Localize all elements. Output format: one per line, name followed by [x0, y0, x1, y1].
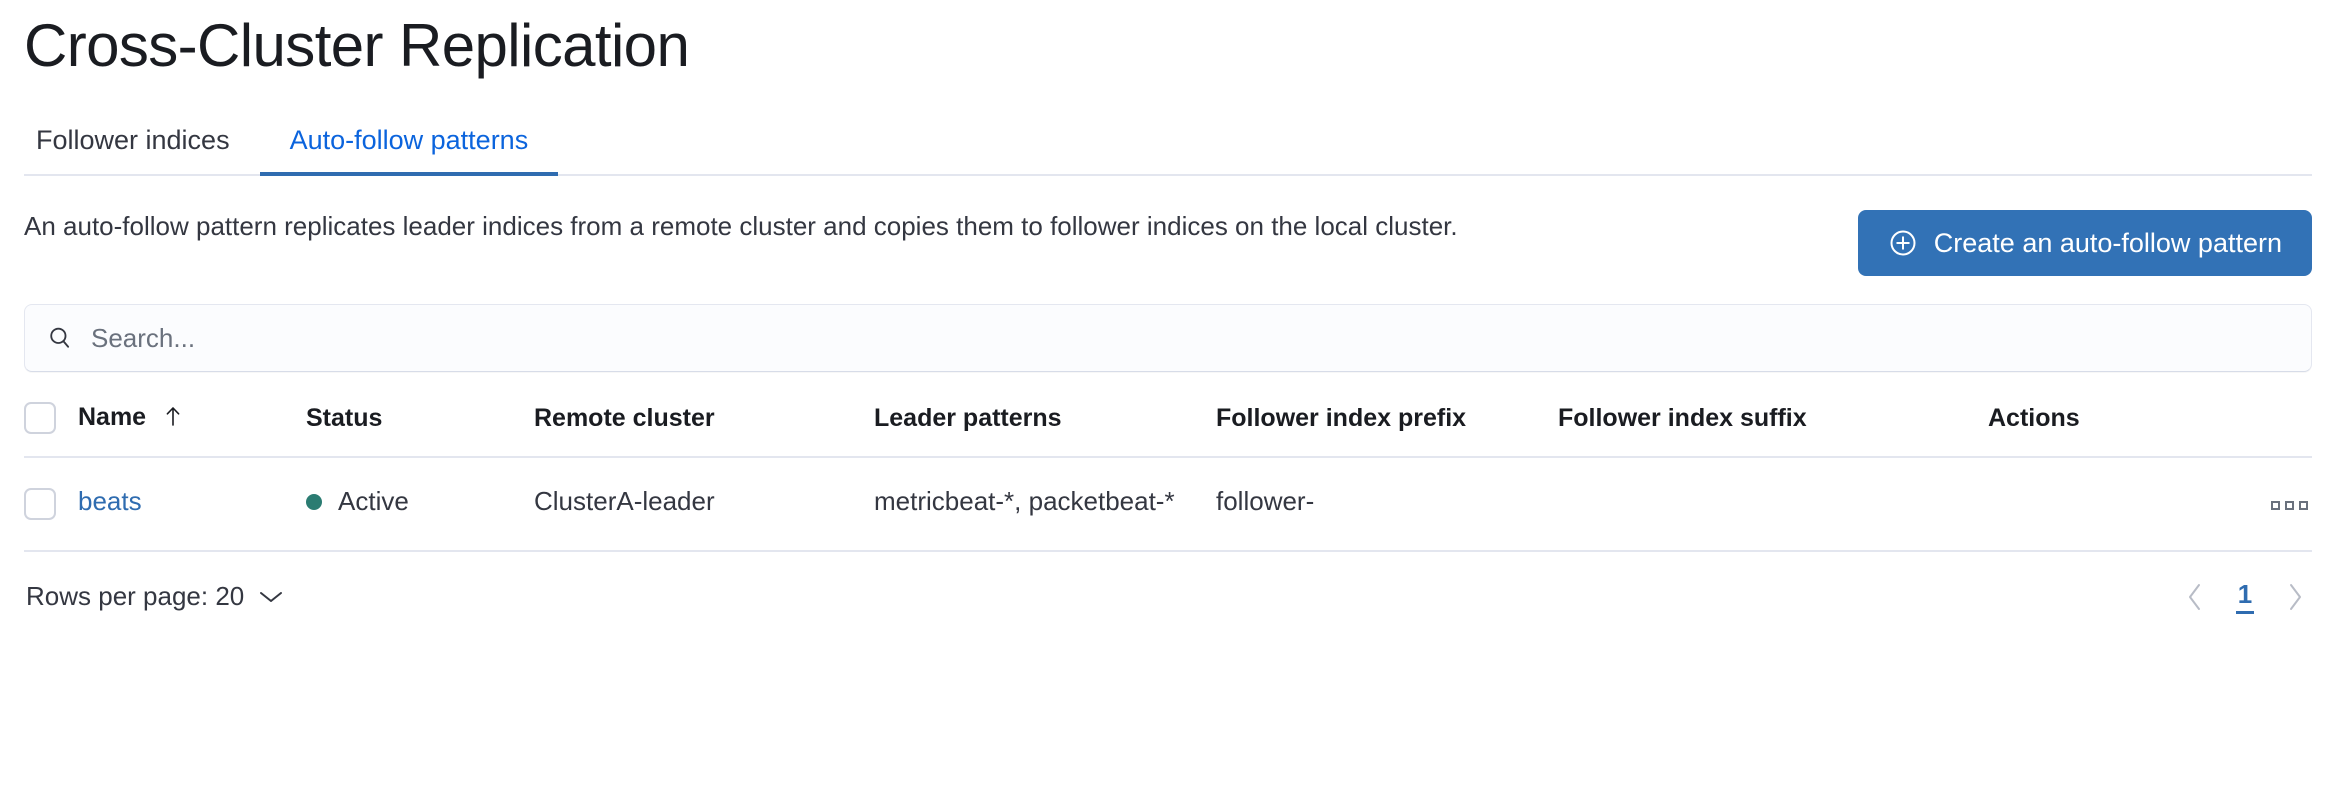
th-select-all: [24, 402, 78, 458]
th-status[interactable]: Status: [306, 402, 534, 458]
th-name-label: Name: [78, 402, 147, 431]
td-follower-index-prefix: follower-: [1216, 457, 1558, 553]
search-input[interactable]: [91, 305, 2289, 371]
tab-auto-follow-patterns[interactable]: Auto-follow patterns: [259, 127, 559, 176]
td-follower-index-suffix: [1558, 457, 1988, 553]
th-name[interactable]: Name: [78, 402, 306, 458]
rows-per-page-selector[interactable]: Rows per page: 20: [26, 581, 284, 612]
arrow-up-icon: [163, 405, 183, 434]
status-dot-icon: [306, 493, 322, 510]
th-remote-cluster[interactable]: Remote cluster: [534, 402, 874, 458]
th-actions: Actions: [1988, 402, 2312, 458]
pagination-page-1[interactable]: 1: [2236, 580, 2254, 614]
boxes-horizontal-icon[interactable]: [2271, 501, 2312, 510]
create-auto-follow-pattern-label: Create an auto-follow pattern: [1933, 227, 2282, 258]
tab-follower-indices[interactable]: Follower indices: [24, 127, 260, 174]
auto-follow-patterns-table: Name Status Remote cluster Leader patter…: [24, 402, 2312, 553]
page-title: Cross-Cluster Replication: [24, 12, 690, 79]
select-all-checkbox[interactable]: [24, 402, 56, 434]
pagination: 1: [2180, 580, 2310, 614]
chevron-right-icon[interactable]: [2280, 582, 2310, 612]
rows-per-page-label: Rows per page: 20: [26, 581, 245, 612]
th-follower-index-suffix[interactable]: Follower index suffix: [1558, 402, 1988, 458]
td-select: [24, 457, 78, 553]
plus-in-circle-icon: [1888, 228, 1918, 258]
create-auto-follow-pattern-button[interactable]: Create an auto-follow pattern: [1857, 210, 2312, 276]
row-checkbox[interactable]: [24, 488, 56, 521]
auto-follow-pattern-link[interactable]: beats: [78, 486, 142, 516]
th-follower-index-prefix[interactable]: Follower index prefix: [1216, 402, 1558, 458]
chevron-left-icon[interactable]: [2180, 582, 2210, 612]
td-leader-patterns: metricbeat-*, packetbeat-*: [874, 457, 1216, 553]
table-header-row: Name Status Remote cluster Leader patter…: [24, 402, 2312, 458]
table-row: beats Active ClusterA-leader metricbeat-…: [24, 457, 2312, 553]
search-icon: [47, 325, 73, 351]
table-footer: Rows per page: 20 1: [24, 580, 2312, 614]
td-status: Active: [306, 457, 534, 553]
tab-bar: Follower indices Auto-follow patterns: [24, 114, 2312, 176]
description-row: An auto-follow pattern replicates leader…: [24, 208, 2312, 276]
chevron-down-icon: [258, 581, 284, 612]
td-name: beats: [78, 457, 306, 553]
td-actions: [1988, 457, 2312, 553]
th-leader-patterns[interactable]: Leader patterns: [874, 402, 1216, 458]
td-remote-cluster: ClusterA-leader: [534, 457, 874, 553]
status-badge: Active: [338, 486, 409, 516]
page-description: An auto-follow pattern replicates leader…: [24, 211, 1458, 241]
search-bar[interactable]: [24, 304, 2312, 372]
